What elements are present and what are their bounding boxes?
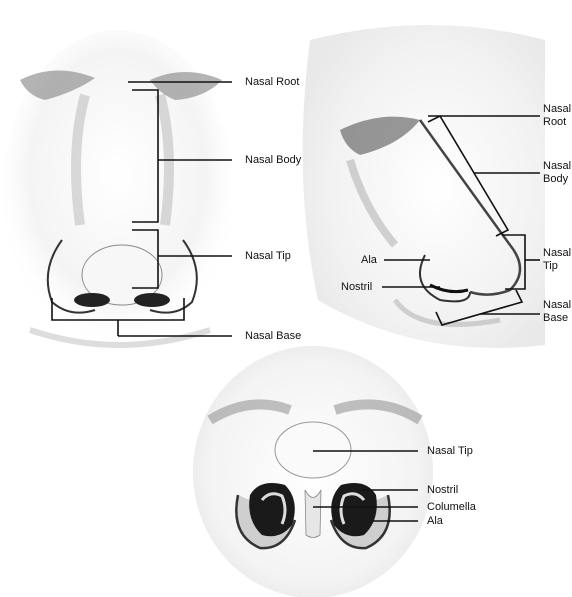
label-side-nasal-body: Nasal Body	[543, 160, 571, 186]
bottom-view-sketch	[193, 346, 433, 597]
label-side-nasal-tip-line2: Tip	[543, 260, 571, 273]
label-front-nasal-base: Nasal Base	[245, 330, 301, 343]
label-side-nasal-root: Nasal Root	[543, 103, 571, 129]
label-side-nasal-tip-line1: Nasal	[543, 247, 571, 260]
label-front-nasal-body: Nasal Body	[245, 154, 301, 167]
label-side-nasal-tip: Nasal Tip	[543, 247, 571, 273]
label-side-nasal-body-line1: Nasal	[543, 160, 571, 173]
front-view-sketch	[3, 30, 233, 350]
label-side-nostril: Nostril	[341, 281, 372, 294]
label-side-nasal-base-line1: Nasal	[543, 299, 571, 312]
label-bottom-nostril: Nostril	[427, 484, 458, 497]
label-side-ala: Ala	[361, 254, 377, 267]
label-side-nasal-root-line2: Root	[543, 116, 571, 129]
label-side-nasal-base: Nasal Base	[543, 299, 571, 325]
label-front-nasal-tip: Nasal Tip	[245, 250, 291, 263]
label-bottom-ala: Ala	[427, 515, 443, 528]
label-side-nasal-base-line2: Base	[543, 312, 571, 325]
label-side-nasal-body-line2: Body	[543, 173, 571, 186]
label-bottom-columella: Columella	[427, 501, 476, 514]
label-front-nasal-root: Nasal Root	[245, 76, 299, 89]
label-side-nasal-root-line1: Nasal	[543, 103, 571, 116]
side-view-sketch	[303, 25, 545, 348]
label-bottom-nasal-tip: Nasal Tip	[427, 445, 473, 458]
